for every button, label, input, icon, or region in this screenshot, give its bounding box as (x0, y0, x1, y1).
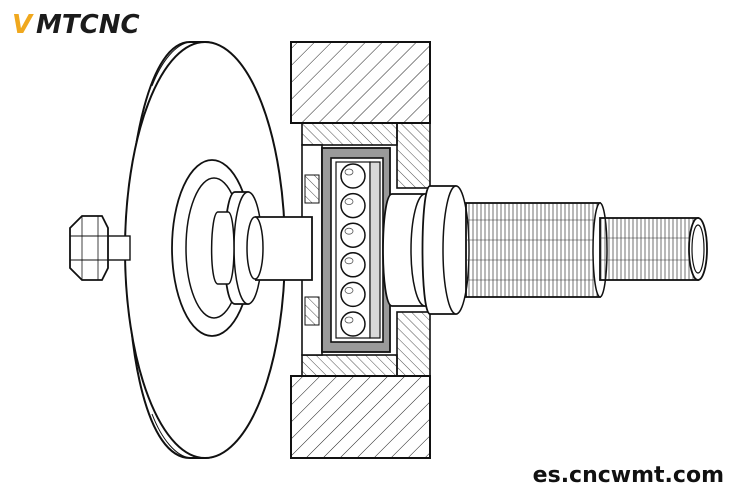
bearing-ball-highlight (344, 257, 354, 265)
bearing-ball (340, 163, 366, 189)
bearing-ball-highlight (344, 227, 354, 235)
bearing-ball (340, 311, 366, 337)
brand-logo: V MTCNC (12, 10, 140, 40)
threaded-shaft-end (465, 202, 708, 298)
housing-top-block (290, 41, 431, 124)
hex-nut (69, 215, 109, 281)
shaft-shoulder (382, 185, 470, 315)
bearing-ball (340, 222, 366, 248)
bearing-ball (340, 252, 366, 278)
housing-bottom-block (290, 375, 431, 459)
bearing-ball-highlight (344, 198, 354, 206)
grinding-wheel (124, 41, 286, 459)
logo-mark: V (12, 10, 34, 40)
bearing-ball (340, 192, 366, 219)
ball-bearing (321, 147, 391, 353)
bearing-ball-highlight (344, 316, 354, 324)
bearing-ball-highlight (344, 168, 354, 176)
watermark-url: es.cncwmt.com (533, 463, 724, 488)
bearing-ball-highlight (344, 286, 354, 294)
logo-text: MTCNC (36, 10, 140, 40)
bearing-ball (340, 281, 366, 308)
